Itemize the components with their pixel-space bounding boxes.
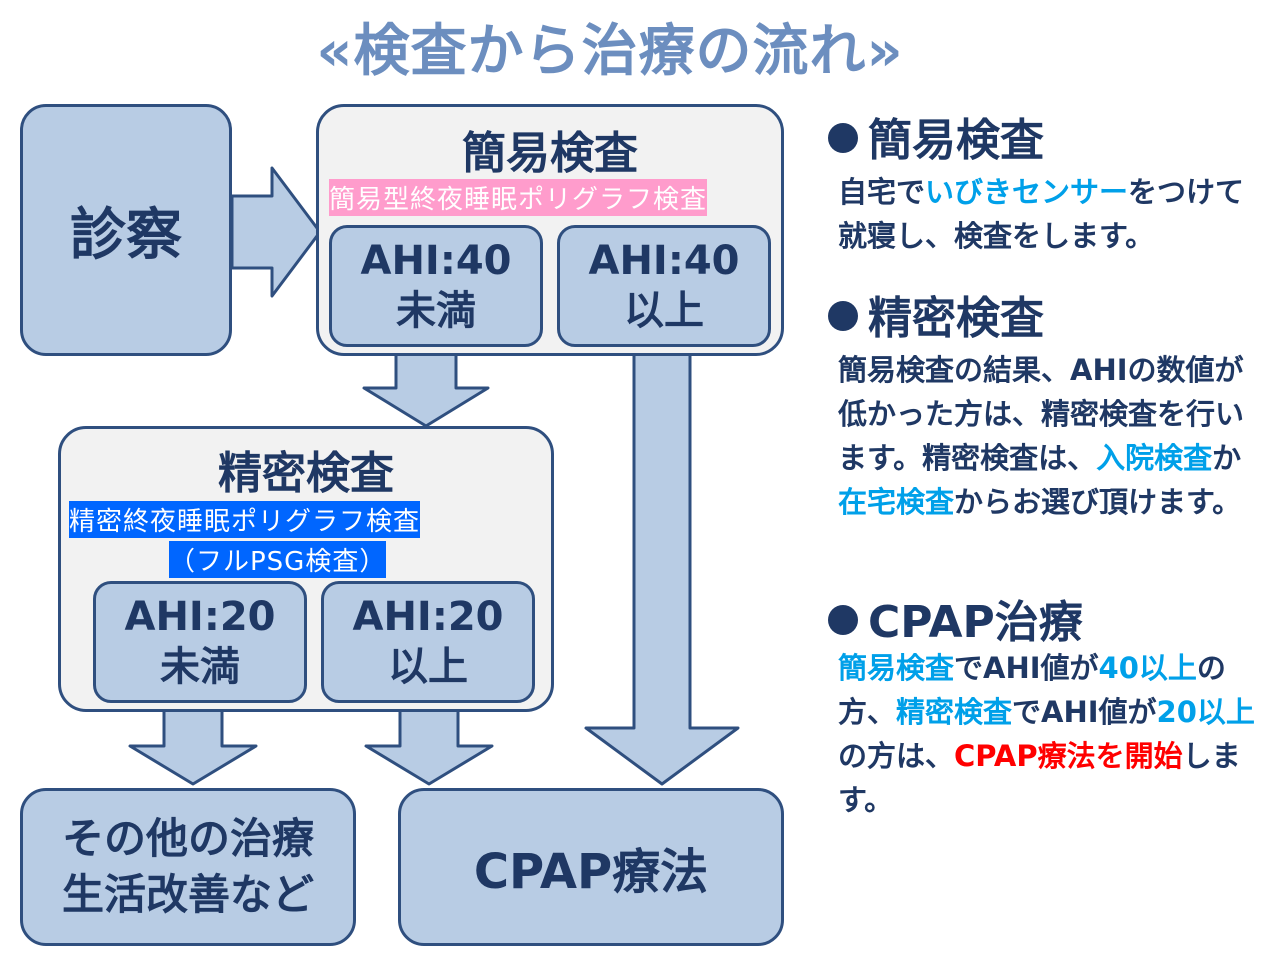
ahi-40-under-line1: AHI:40 — [360, 238, 512, 284]
cpap-box: CPAP療法 — [398, 788, 784, 946]
ahi-40-under-box: AHI:40 未満 — [329, 225, 543, 347]
text-run: でAHI値が — [954, 651, 1099, 685]
shinsatsu-box: 診察 — [20, 104, 232, 356]
arrow-down-icon — [362, 352, 490, 428]
kan-i-tag: 簡易型終夜睡眠ポリグラフ検査 — [329, 179, 708, 216]
text-run: します。 — [838, 739, 1241, 817]
ahi-20-under-line1: AHI:20 — [124, 594, 276, 640]
text-run: をつけて就寝し、検査をします。 — [838, 175, 1245, 253]
other-treatment-box: その他の治療 生活改善など — [20, 788, 356, 946]
other-treatment-line1: その他の治療 — [61, 814, 314, 863]
section-heading-kan-i: 簡易検査 — [828, 104, 1044, 168]
section-heading-text: CPAP治療 — [868, 597, 1083, 648]
ahi-40-over-line2: 以上 — [624, 288, 704, 334]
ahi-20-over-box: AHI:20 以上 — [321, 581, 535, 703]
text-run: 自宅で — [838, 175, 926, 209]
text-run: か — [1212, 441, 1242, 475]
highlight-text: 精密検査 — [896, 695, 1013, 729]
highlight-text: 20以上 — [1156, 695, 1255, 729]
bullet-icon — [828, 123, 858, 153]
section-heading-text: 精密検査 — [868, 293, 1044, 344]
section-text-kan-i: 自宅でいびきセンサーをつけて就寝し、検査をします。 — [838, 170, 1268, 258]
highlight-text: 在宅検査 — [838, 485, 955, 519]
highlight-text: 入院検査 — [1096, 441, 1213, 475]
ahi-40-under-line2: 未満 — [396, 288, 476, 334]
section-heading-cpap: CPAP治療 — [828, 586, 1083, 650]
shinsatsu-label: 診察 — [70, 202, 182, 268]
arrow-down-icon — [364, 708, 494, 786]
page-title: «検査から治療の流れ» — [316, 19, 904, 84]
highlight-text: 40以上 — [1098, 651, 1197, 685]
warning-text: CPAP療法を開始 — [954, 739, 1183, 773]
other-treatment-line2: 生活改善など — [61, 870, 314, 919]
text-run: 簡易検査の結果、AHIの数値が低かった方は、精密検査を行います。精密検査は、 — [838, 353, 1245, 475]
ahi-40-over-box: AHI:40 以上 — [557, 225, 771, 347]
highlight-text: 簡易検査 — [838, 651, 955, 685]
highlight-text: いびきセンサー — [925, 175, 1129, 209]
arrow-down-long-icon — [584, 352, 740, 786]
arrow-down-icon — [128, 708, 258, 786]
seimitsu-title: 精密検査 — [218, 448, 394, 499]
section-text-cpap: 簡易検査でAHI値が40以上の方、精密検査でAHI値が20以上の方は、CPAP療… — [838, 646, 1268, 822]
seimitsu-tag-sub: （フルPSG検査） — [169, 541, 387, 578]
seimitsu-tag: 精密終夜睡眠ポリグラフ検査 — [69, 501, 421, 538]
text-run: からお選び頂けます。 — [954, 485, 1242, 519]
section-heading-text: 簡易検査 — [868, 115, 1044, 166]
text-run: でAHI値が — [1012, 695, 1157, 729]
section-heading-seimitsu: 精密検査 — [828, 282, 1044, 346]
bullet-icon — [828, 301, 858, 331]
text-run: の方、 — [838, 651, 1226, 729]
cpap-label: CPAP療法 — [473, 844, 709, 900]
bullet-icon — [828, 605, 858, 635]
text-run: の方は、 — [838, 739, 955, 773]
ahi-20-under-box: AHI:20 未満 — [93, 581, 307, 703]
ahi-40-over-line1: AHI:40 — [588, 238, 740, 284]
ahi-20-over-line2: 以上 — [388, 644, 468, 690]
ahi-20-over-line1: AHI:20 — [352, 594, 504, 640]
arrow-right-icon — [230, 166, 322, 298]
kan-i-title: 簡易検査 — [462, 128, 638, 179]
section-text-seimitsu: 簡易検査の結果、AHIの数値が低かった方は、精密検査を行います。精密検査は、入院… — [838, 348, 1268, 524]
kan-i-panel: 簡易検査 簡易型終夜睡眠ポリグラフ検査 AHI:40 未満 AHI:40 以上 — [316, 104, 784, 356]
seimitsu-panel: 精密検査 精密終夜睡眠ポリグラフ検査 （フルPSG検査） AHI:20 未満 A… — [58, 426, 554, 712]
ahi-20-under-line2: 未満 — [160, 644, 240, 690]
